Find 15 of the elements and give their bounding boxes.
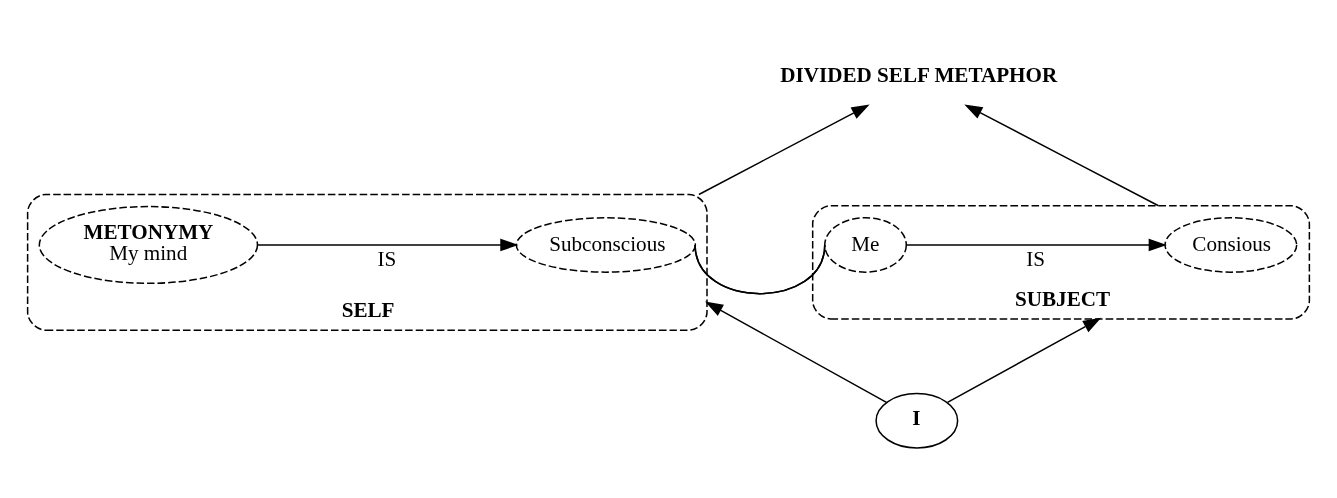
node-text: DIVIDED SELF METAPHOR [780,62,1058,87]
arrow [256,238,519,251]
node-ellipse: METONYMY My mind [38,205,259,284]
node-ellipse: Subconscious [515,216,697,273]
edge-label: IS [377,246,397,271]
node-ellipse: Me [824,216,908,273]
arrow [905,238,1167,251]
node-ellipse: Consious [1164,216,1298,273]
arrow [946,317,1102,403]
arrow [698,104,870,195]
edge-label: IS [1026,246,1046,271]
node-ellipse: I [875,392,959,449]
arrow [705,301,888,403]
connector [694,243,826,294]
arrow [964,103,1160,206]
